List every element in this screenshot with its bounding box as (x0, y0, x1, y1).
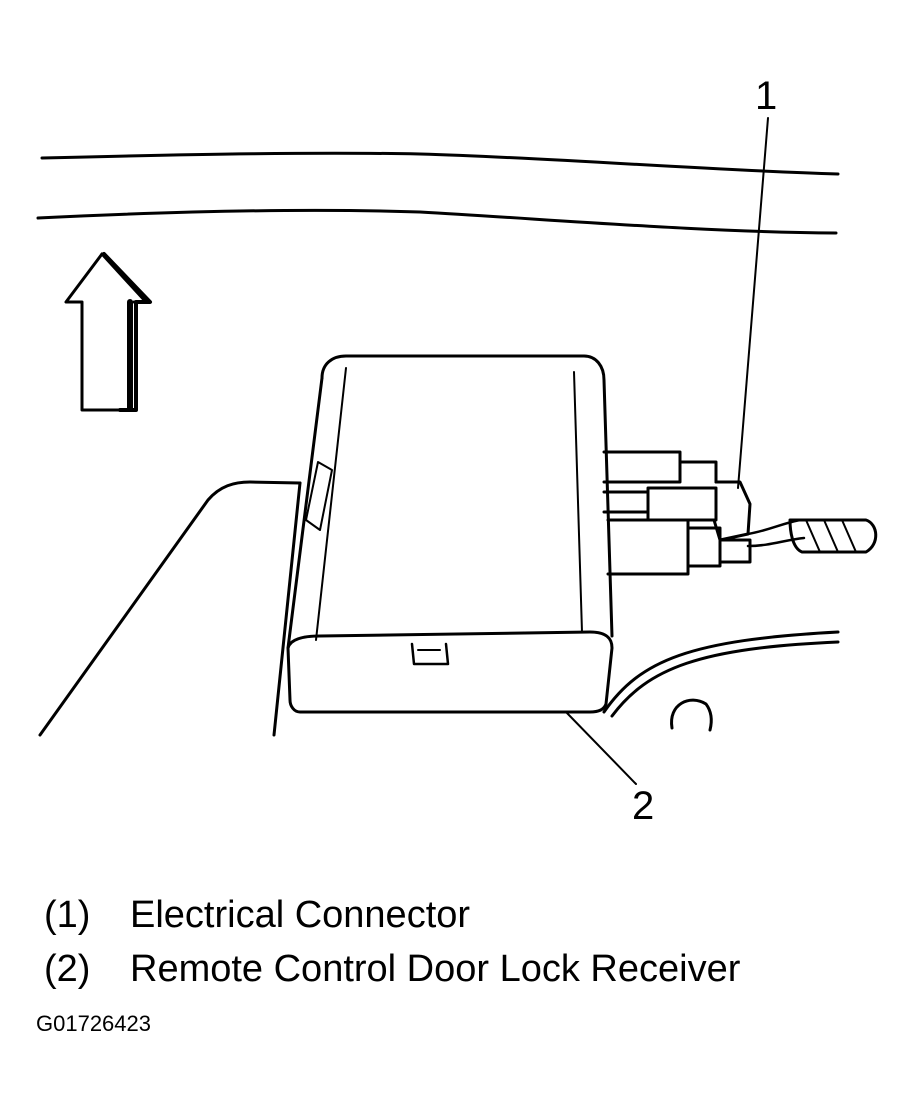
legend-label: Electrical Connector (130, 894, 471, 936)
legend-label: Remote Control Door Lock Receiver (130, 948, 741, 990)
receiver-module (286, 354, 614, 714)
legend-item: (1) Electrical Connector (44, 888, 740, 942)
receiver-diagram (36, 117, 878, 785)
legend-item: (2) Remote Control Door Lock Receiver (44, 942, 740, 996)
mounting-surface (38, 480, 840, 737)
legend: (1) Electrical Connector (2) Remote Cont… (44, 888, 740, 996)
electrical-connector (602, 450, 878, 576)
up-arrow-icon (64, 252, 152, 412)
callout-number-1: 1 (755, 74, 778, 118)
figure-id: G01726423 (36, 1011, 151, 1036)
callout-number-2: 2 (632, 784, 655, 828)
leader-line-1 (737, 117, 769, 489)
panel-edge-lines (36, 151, 840, 235)
leader-line-2 (565, 711, 637, 785)
legend-number: (2) (44, 948, 91, 990)
legend-number: (1) (44, 894, 91, 936)
